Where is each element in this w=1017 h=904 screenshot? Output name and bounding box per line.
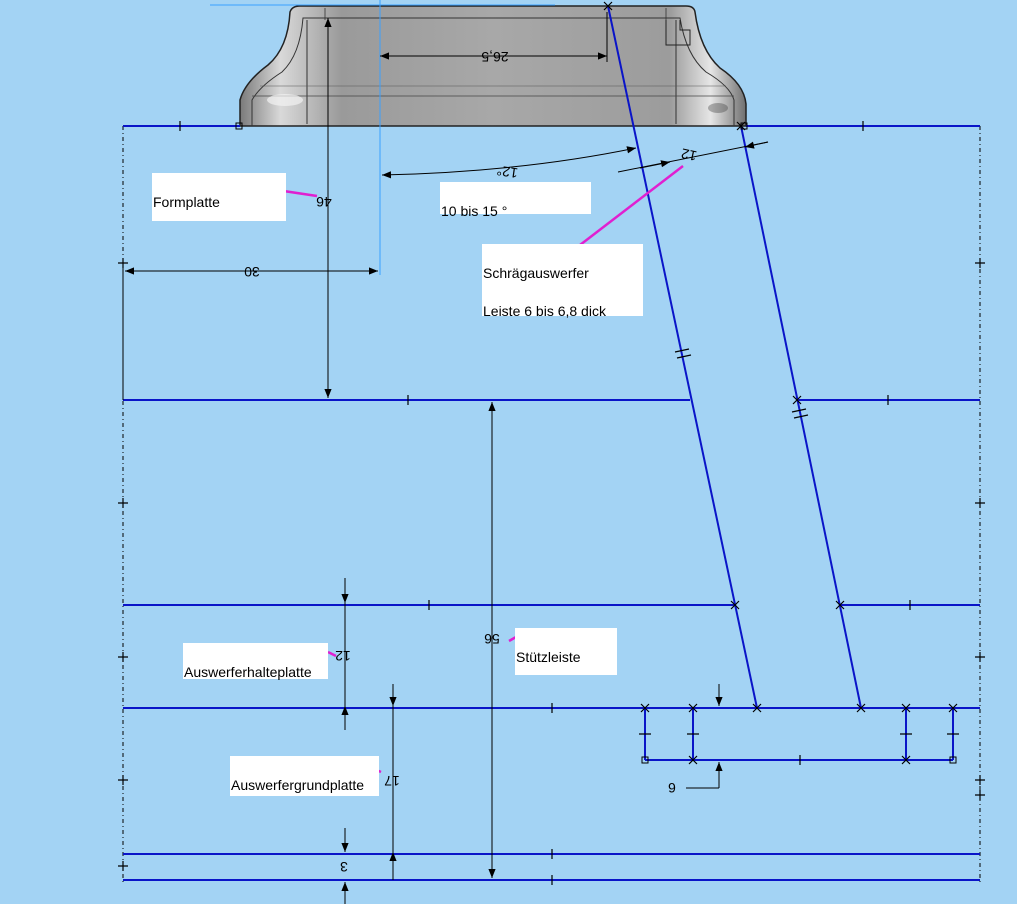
label-schraegauswerfer: Schrägauswerfer Leiste 6 bis 6,8 dick [482,244,643,319]
dim-12-plate[interactable]: 12 [335,648,351,664]
dim-56[interactable]: 56 [484,631,500,647]
label-schraeg-line1: Schrägauswerfer [483,265,589,281]
label-auswerferhalteplatte: Auswerferhalteplatte [183,643,328,680]
dimension-texts[interactable]: 26,5 46 30 12° 12 56 12 17 3 6 [244,49,698,875]
dim-30[interactable]: 30 [244,264,260,280]
dim-17[interactable]: 17 [384,773,400,789]
label-formplatte-text: Formplatte [153,194,220,210]
intersection-markers [603,1,958,765]
label-auswerfergrundplatte: Auswerfergrundplatte [230,756,379,796]
label-angle-note: 10 bis 15 ° [440,182,591,219]
dim-3[interactable]: 3 [340,859,348,875]
dim-6[interactable]: 6 [668,780,676,796]
dim-26-5[interactable]: 26,5 [481,49,508,65]
label-schraeg-line2: Leiste 6 bis 6,8 dick [483,303,606,319]
label-angle-note-text: 10 bis 15 ° [441,203,508,219]
molded-part[interactable] [239,5,747,127]
dimension-lines[interactable] [122,12,769,904]
endpoint-squares [235,122,957,764]
dim-46[interactable]: 46 [316,194,332,210]
label-stuetzleiste: Stützleiste [515,628,617,675]
construction-lines [210,0,555,275]
dim-12-angle[interactable]: 12° [496,163,519,182]
dim-12-width[interactable]: 12 [679,145,698,164]
label-stuetzleiste-text: Stützleiste [516,649,581,665]
label-formplatte: Formplatte [152,173,286,221]
label-auswerferhalteplatte-text: Auswerferhalteplatte [184,664,312,680]
label-auswerfergrundplatte-text: Auswerfergrundplatte [231,777,365,793]
